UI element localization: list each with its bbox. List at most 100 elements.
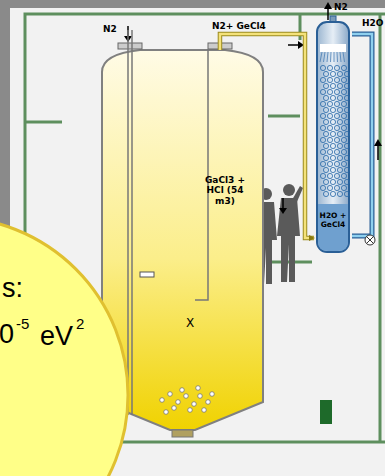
packing-ring [320, 185, 325, 190]
text-label: N2 [334, 2, 348, 12]
gas-bubble [188, 408, 193, 413]
gas-bubble [210, 392, 215, 397]
packing-ring [323, 131, 328, 136]
inlet-pipe [131, 30, 133, 415]
packing-ring [344, 95, 349, 100]
packing-ring [334, 149, 339, 154]
packing-ring [337, 191, 342, 196]
gas-bubble [202, 408, 207, 413]
packing-ring [334, 77, 339, 82]
packing-ring [341, 89, 346, 94]
packing-ring [323, 167, 328, 172]
packing-ring [320, 113, 325, 118]
node-text: s: [2, 273, 23, 304]
gas-bubble [184, 394, 189, 399]
spray-jet [334, 52, 335, 62]
pipe-heads [220, 34, 314, 238]
packing-ring [344, 119, 349, 124]
packing-ring [320, 161, 325, 166]
packing-ring [344, 71, 349, 76]
gas-bubble [160, 398, 165, 403]
packing-ring [344, 179, 349, 184]
packing-ring [323, 155, 328, 160]
gas-bubble [180, 388, 185, 393]
packing-ring [330, 179, 335, 184]
packing-ring [341, 161, 346, 166]
packing-ring [337, 179, 342, 184]
packing-ring [341, 65, 346, 70]
packing-ring [334, 137, 339, 142]
packing-ring [320, 149, 325, 154]
packing-ring [341, 149, 346, 154]
node-text: eV [40, 321, 73, 352]
packing-ring [327, 89, 332, 94]
tank-drain [172, 430, 193, 437]
spray-jet [320, 52, 322, 62]
packing-ring [344, 107, 349, 112]
spray-jet [337, 52, 339, 62]
gas-bubble [172, 406, 177, 411]
packing-ring [320, 77, 325, 82]
packing-ring [327, 137, 332, 142]
packing-ring [334, 161, 339, 166]
water-loop [352, 34, 375, 245]
packing-ring [334, 173, 339, 178]
edge-label: N2+ GeCl4 [212, 21, 266, 31]
packing-ring [320, 137, 325, 142]
gas-pipe [220, 34, 314, 238]
packing-ring [344, 131, 349, 136]
packing-ring [327, 77, 332, 82]
packing-ring [334, 113, 339, 118]
packing-ring [327, 125, 332, 130]
packing-ring [330, 119, 335, 124]
packing-ring [334, 101, 339, 106]
packing-ring [337, 83, 342, 88]
packing-ring [330, 143, 335, 148]
packing-ring [337, 131, 342, 136]
packing-ring [341, 77, 346, 82]
door-block [320, 400, 332, 424]
spray-head [320, 44, 346, 52]
packing-ring [337, 95, 342, 100]
column-node: H2O + GeCl4 [314, 22, 352, 254]
node-text: GaCl3 + HCl (54 m3) [200, 175, 250, 206]
packing-ring [344, 83, 349, 88]
packing-ring [323, 191, 328, 196]
gas-bubble [168, 392, 173, 397]
packing-ring [323, 179, 328, 184]
packing-ring [330, 95, 335, 100]
packing-ring [337, 119, 342, 124]
callout-node: s:0-5eV2 [0, 215, 130, 476]
packing-ring [330, 167, 335, 172]
packing-ring [320, 101, 325, 106]
packing-ring [320, 125, 325, 130]
packing-ring [327, 113, 332, 118]
gas-bubble [176, 400, 181, 405]
node-text: H2O + GeCl4 [314, 212, 352, 229]
inlet-flange [118, 43, 142, 49]
gas-bubble [198, 394, 203, 399]
text-label: X [186, 316, 194, 330]
packing-ring [330, 155, 335, 160]
packing-ring [334, 89, 339, 94]
packing-ring [327, 65, 332, 70]
spray-jet [327, 52, 328, 62]
gas-bubble [196, 386, 201, 391]
text-label: N2 [103, 24, 117, 34]
pipe-fill [220, 34, 314, 238]
packing-ring [327, 185, 332, 190]
packing-ring [330, 191, 335, 196]
pipe-outline [220, 34, 314, 238]
packing-ring [337, 71, 342, 76]
spray-jet [324, 52, 326, 62]
packing-ring [327, 101, 332, 106]
packing-ring [323, 119, 328, 124]
packing-ring [330, 71, 335, 76]
inlet-pipe [127, 30, 129, 415]
packing-ring [344, 167, 349, 172]
spray-jet [330, 52, 332, 62]
packing-ring [323, 107, 328, 112]
